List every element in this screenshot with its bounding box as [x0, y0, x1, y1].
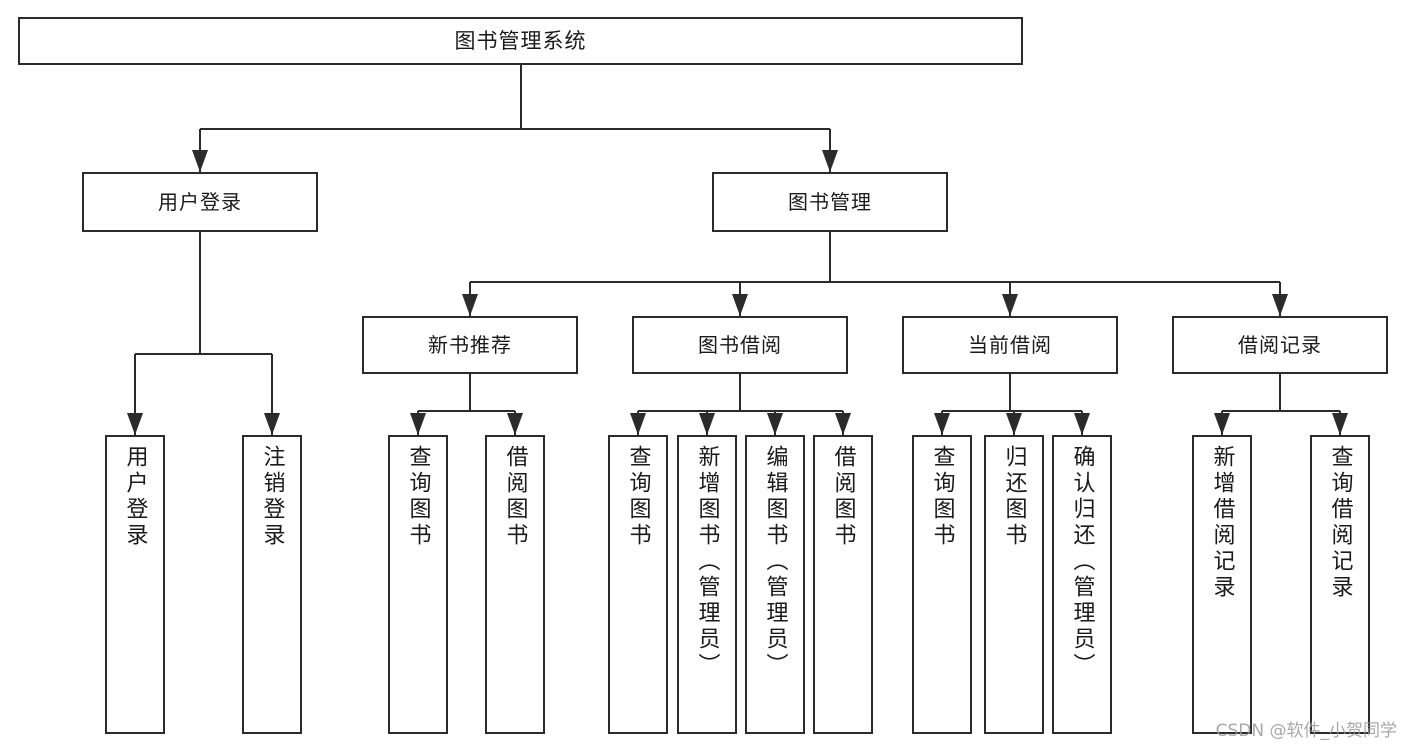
node-leaf-query-record[interactable]: 查询借阅记录	[1310, 435, 1370, 734]
node-leaf-edit-book[interactable]: 编辑图书（管理员）	[745, 435, 805, 734]
node-leaf-query-book-3-label: 查询图书	[929, 445, 955, 549]
node-leaf-confirm-return[interactable]: 确认归还（管理员）	[1052, 435, 1112, 734]
node-leaf-query-book-1[interactable]: 查询图书	[388, 435, 448, 734]
node-leaf-borrow-book-1[interactable]: 借阅图书	[485, 435, 545, 734]
node-user-login[interactable]: 用户登录	[82, 172, 318, 232]
node-new-book-rec-label: 新书推荐	[428, 332, 512, 357]
node-borrow-record-label: 借阅记录	[1238, 332, 1322, 357]
node-book-borrow[interactable]: 图书借阅	[632, 316, 848, 374]
node-leaf-return-book[interactable]: 归还图书	[984, 435, 1044, 734]
node-leaf-query-book-3[interactable]: 查询图书	[912, 435, 972, 734]
node-leaf-user-logout-label: 注销登录	[259, 445, 285, 549]
node-leaf-borrow-book-2[interactable]: 借阅图书	[813, 435, 873, 734]
node-leaf-borrow-book-1-label: 借阅图书	[502, 445, 528, 549]
node-leaf-query-book-1-label: 查询图书	[405, 445, 431, 549]
node-leaf-query-book-2-label: 查询图书	[625, 445, 651, 549]
node-book-borrow-label: 图书借阅	[698, 332, 782, 357]
watermark-text: CSDN @软件_小贺同学	[1215, 721, 1397, 741]
node-new-book-rec[interactable]: 新书推荐	[362, 316, 578, 374]
node-leaf-query-book-2[interactable]: 查询图书	[608, 435, 668, 734]
node-leaf-confirm-return-label: 确认归还（管理员）	[1069, 445, 1095, 679]
node-leaf-user-login-label: 用户登录	[122, 445, 148, 549]
node-leaf-query-record-label: 查询借阅记录	[1327, 445, 1353, 601]
node-book-manage-label: 图书管理	[788, 189, 872, 214]
node-borrow-record[interactable]: 借阅记录	[1172, 316, 1388, 374]
node-book-manage[interactable]: 图书管理	[712, 172, 948, 232]
node-leaf-user-logout[interactable]: 注销登录	[242, 435, 302, 734]
node-user-login-label: 用户登录	[158, 189, 242, 214]
node-current-borrow[interactable]: 当前借阅	[902, 316, 1118, 374]
node-leaf-edit-book-label: 编辑图书（管理员）	[762, 445, 788, 679]
node-root-label: 图书管理系统	[454, 28, 587, 53]
node-leaf-user-login[interactable]: 用户登录	[105, 435, 165, 734]
node-leaf-add-record-label: 新增借阅记录	[1209, 445, 1235, 601]
node-leaf-return-book-label: 归还图书	[1001, 445, 1027, 549]
node-current-borrow-label: 当前借阅	[968, 332, 1052, 357]
node-leaf-add-record[interactable]: 新增借阅记录	[1192, 435, 1252, 734]
node-root[interactable]: 图书管理系统	[18, 17, 1023, 65]
node-leaf-add-book[interactable]: 新增图书（管理员）	[677, 435, 737, 734]
node-leaf-borrow-book-2-label: 借阅图书	[830, 445, 856, 549]
node-leaf-add-book-label: 新增图书（管理员）	[694, 445, 720, 679]
